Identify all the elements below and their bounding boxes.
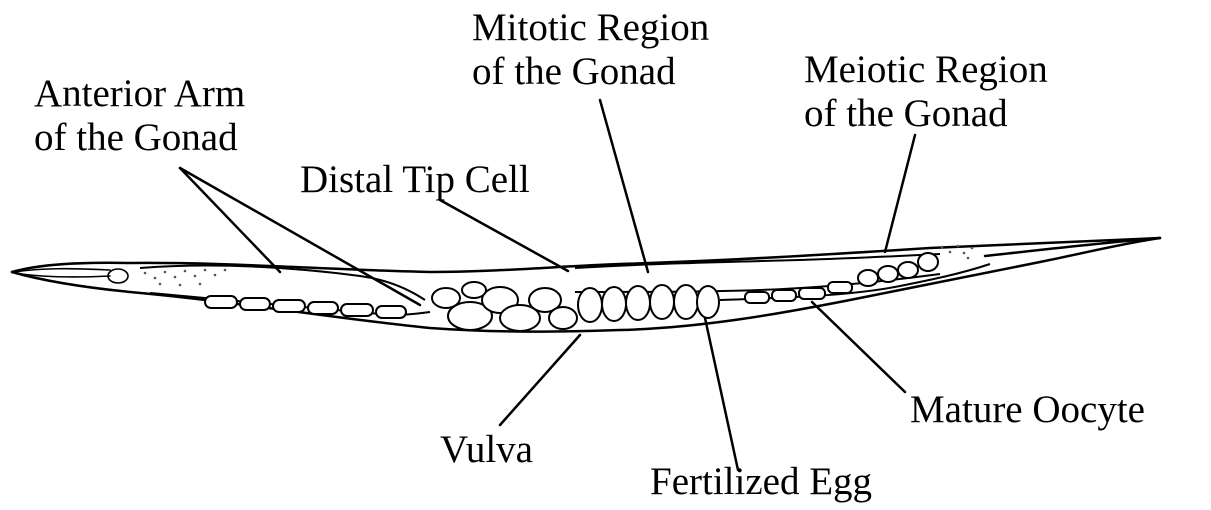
label-mitotic-line2: of the Gonad bbox=[472, 50, 709, 94]
leader-mitotic bbox=[600, 100, 648, 272]
label-distal-tip-cell: Distal Tip Cell bbox=[300, 158, 530, 202]
anterior-oocytes bbox=[205, 296, 406, 318]
label-meiotic-line2: of the Gonad bbox=[804, 92, 1048, 136]
leader-fertilized bbox=[705, 318, 738, 470]
leader-lines bbox=[180, 100, 915, 470]
label-mitotic-region: Mitotic Region of the Gonad bbox=[472, 6, 709, 94]
leader-vulva bbox=[500, 335, 580, 425]
label-anterior-arm-line2: of the Gonad bbox=[34, 116, 245, 160]
leader-meiotic bbox=[885, 135, 915, 252]
leader-anterior-1 bbox=[180, 168, 280, 272]
uterus-eggs bbox=[432, 282, 577, 331]
label-anterior-arm: Anterior Arm of the Gonad bbox=[34, 72, 245, 160]
label-distal-tip-text: Distal Tip Cell bbox=[300, 158, 530, 202]
label-fertilized-egg-text: Fertilized Egg bbox=[650, 460, 872, 504]
label-meiotic-line1: Meiotic Region bbox=[804, 48, 1048, 92]
label-anterior-arm-line1: Anterior Arm bbox=[34, 72, 245, 116]
label-meiotic-region: Meiotic Region of the Gonad bbox=[804, 48, 1048, 136]
label-vulva-text: Vulva bbox=[440, 428, 533, 472]
leader-oocyte bbox=[812, 302, 905, 392]
label-vulva: Vulva bbox=[440, 428, 533, 472]
label-fertilized-egg: Fertilized Egg bbox=[650, 460, 872, 504]
pharynx-bulb bbox=[108, 269, 128, 283]
label-mitotic-line1: Mitotic Region bbox=[472, 6, 709, 50]
leader-distal-tip bbox=[440, 200, 568, 271]
label-mature-oocyte-text: Mature Oocyte bbox=[910, 388, 1145, 432]
label-mature-oocyte: Mature Oocyte bbox=[910, 388, 1145, 432]
